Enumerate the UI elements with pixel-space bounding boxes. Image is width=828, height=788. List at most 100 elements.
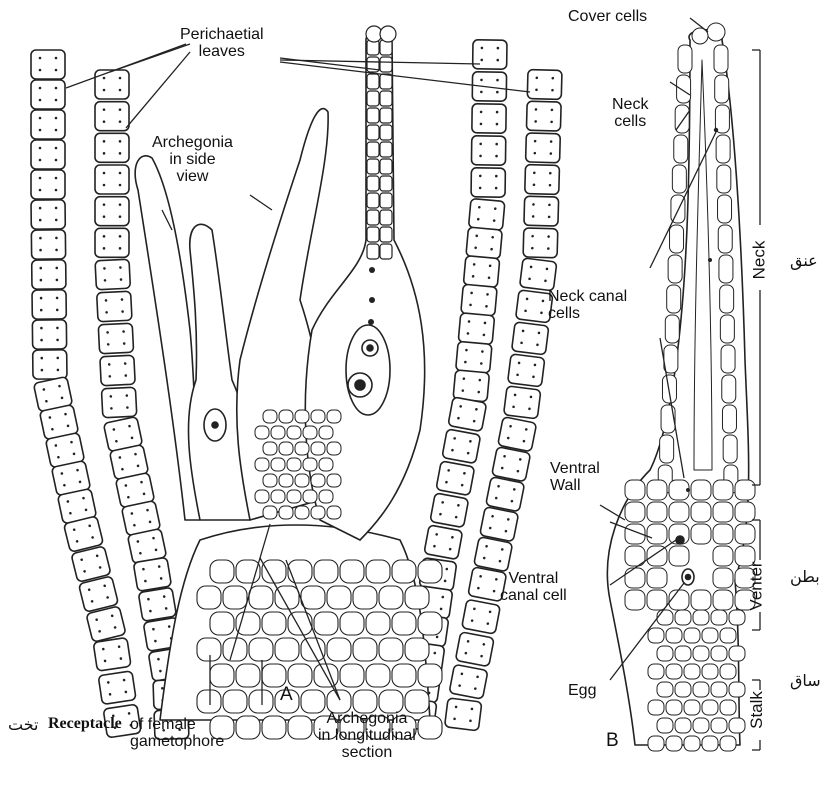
leaf-cell bbox=[471, 168, 505, 197]
leaf-cell bbox=[97, 291, 132, 322]
tissue-cell bbox=[720, 736, 736, 751]
tissue-cell bbox=[314, 612, 338, 635]
neck-cell bbox=[367, 108, 379, 123]
tissue-cell bbox=[392, 612, 416, 635]
urdu-neck-label: عنق bbox=[790, 252, 818, 269]
venter-cell bbox=[735, 502, 755, 522]
tissue-cell bbox=[314, 560, 338, 583]
venter-cell bbox=[669, 546, 689, 566]
leaf-cell bbox=[498, 417, 537, 452]
tissue-cell bbox=[684, 664, 700, 679]
leaf-cell bbox=[31, 50, 65, 79]
leaf-cell-dot bbox=[39, 57, 42, 60]
cover-cell bbox=[707, 23, 725, 41]
tissue-cell bbox=[249, 586, 273, 609]
tissue-cell bbox=[648, 628, 664, 643]
venter-cell bbox=[625, 590, 645, 610]
tissue-cell bbox=[666, 664, 682, 679]
tissue-cell bbox=[249, 690, 273, 713]
leaf-cell bbox=[525, 165, 560, 195]
neck-cell bbox=[380, 176, 392, 191]
tissue-cell bbox=[311, 506, 325, 519]
neck-cell bbox=[661, 405, 675, 433]
venter-cell bbox=[669, 590, 689, 610]
leaf-cell bbox=[456, 341, 492, 373]
tissue-cell bbox=[648, 736, 664, 751]
label-egg: Egg bbox=[568, 682, 596, 699]
tissue-cell bbox=[702, 628, 718, 643]
label-receptacle: Receptacle bbox=[48, 715, 122, 732]
neck-cell bbox=[380, 193, 392, 208]
venter-cell bbox=[669, 502, 689, 522]
ventral-canal-cell-b bbox=[676, 536, 684, 544]
tissue-cell bbox=[255, 458, 269, 471]
tissue-cell bbox=[319, 458, 333, 471]
leaf-cell bbox=[32, 320, 66, 349]
neck-cell bbox=[720, 315, 734, 343]
tissue-cell bbox=[418, 716, 442, 739]
leaf-cell bbox=[95, 70, 129, 99]
tissue-cell bbox=[249, 638, 273, 661]
leaf-cell bbox=[95, 228, 129, 257]
leaf-cell-dot bbox=[103, 140, 106, 143]
label-of-female-gametophore: of female gametophore bbox=[130, 716, 224, 750]
tissue-cell bbox=[210, 560, 234, 583]
leaf-cell-dot bbox=[55, 69, 58, 72]
leaf-cell bbox=[463, 256, 499, 288]
tissue-cell bbox=[255, 426, 269, 439]
tissue-cell bbox=[303, 458, 317, 471]
tissue-cell bbox=[405, 638, 429, 661]
neck-cell bbox=[667, 285, 681, 313]
label-perichaetial-leaves: Perichaetial leaves bbox=[180, 26, 264, 60]
neck-cell bbox=[367, 227, 379, 242]
neck-cell bbox=[367, 125, 379, 140]
leaf-cell bbox=[462, 599, 501, 634]
neck-cell bbox=[714, 45, 728, 73]
tissue-cell bbox=[319, 426, 333, 439]
venter-cell bbox=[713, 546, 733, 566]
leaf-cell bbox=[95, 197, 129, 226]
tissue-cell bbox=[379, 638, 403, 661]
tissue-cell bbox=[236, 664, 260, 687]
venter-cell bbox=[713, 480, 733, 500]
tissue-cell bbox=[327, 442, 341, 455]
tissue-cell bbox=[666, 628, 682, 643]
neck-cell bbox=[367, 91, 379, 106]
venter-cell bbox=[691, 502, 711, 522]
venter-cell bbox=[625, 568, 645, 588]
neck-cell bbox=[718, 195, 732, 223]
tissue-cell bbox=[263, 474, 277, 487]
leaf-cell bbox=[486, 477, 525, 512]
leaf-cell bbox=[31, 230, 65, 259]
venter-cell bbox=[647, 568, 667, 588]
tissue-cell bbox=[340, 612, 364, 635]
tissue-cell bbox=[236, 716, 260, 739]
tissue-cell bbox=[657, 718, 673, 733]
leaf-cell bbox=[508, 354, 545, 387]
figure-b-label: B bbox=[606, 732, 619, 749]
tissue-cell bbox=[279, 442, 293, 455]
tissue-cell bbox=[729, 718, 745, 733]
tissue-cell bbox=[223, 586, 247, 609]
tissue-cell bbox=[648, 664, 664, 679]
venter-cell bbox=[713, 568, 733, 588]
tissue-cell bbox=[197, 586, 221, 609]
tissue-cell bbox=[340, 664, 364, 687]
neck-cell bbox=[665, 315, 679, 343]
venter-cell bbox=[647, 524, 667, 544]
leaf-cell bbox=[32, 260, 66, 289]
tissue-cell bbox=[392, 664, 416, 687]
leaf-cell bbox=[492, 447, 531, 482]
leaf-cell bbox=[95, 165, 129, 194]
leaf-cell-dot bbox=[39, 129, 42, 132]
neck-cell bbox=[716, 135, 730, 163]
tissue-cell bbox=[295, 442, 309, 455]
tissue-cell bbox=[263, 506, 277, 519]
neck-cell bbox=[380, 227, 392, 242]
tissue-cell bbox=[197, 638, 221, 661]
leaf-cell-dot bbox=[39, 117, 42, 120]
tissue-cell bbox=[223, 690, 247, 713]
tissue-cell bbox=[366, 612, 390, 635]
venter-cell bbox=[647, 480, 667, 500]
tissue-cell bbox=[693, 682, 709, 697]
